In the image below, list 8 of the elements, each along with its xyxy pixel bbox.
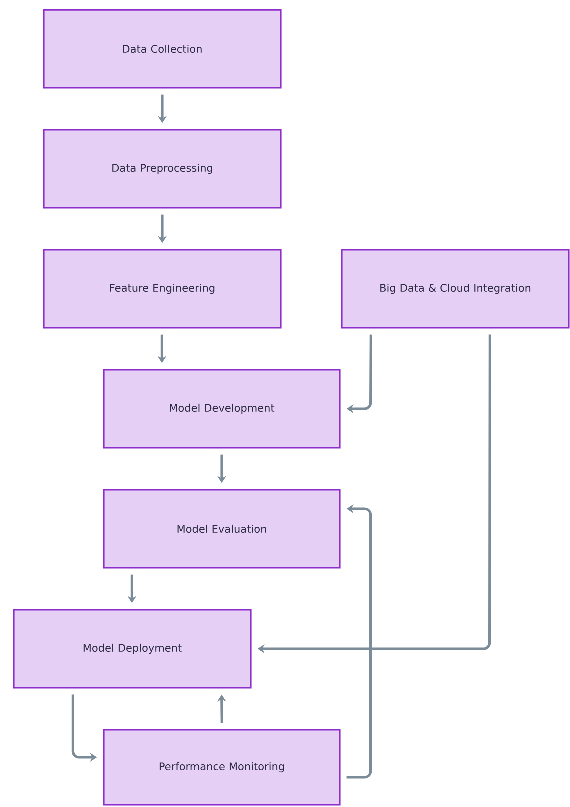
process-box: Data Preprocessing	[43, 129, 282, 209]
process-box: Big Data & Cloud Integration	[341, 249, 570, 329]
process-box: Performance Monitoring	[103, 729, 341, 806]
process-box: Model Deployment	[13, 609, 252, 689]
process-box: Model Development	[103, 369, 341, 449]
process-box: Feature Engineering	[43, 249, 282, 329]
process-box: Model Evaluation	[103, 489, 341, 569]
process-box: Data Collection	[43, 9, 282, 89]
